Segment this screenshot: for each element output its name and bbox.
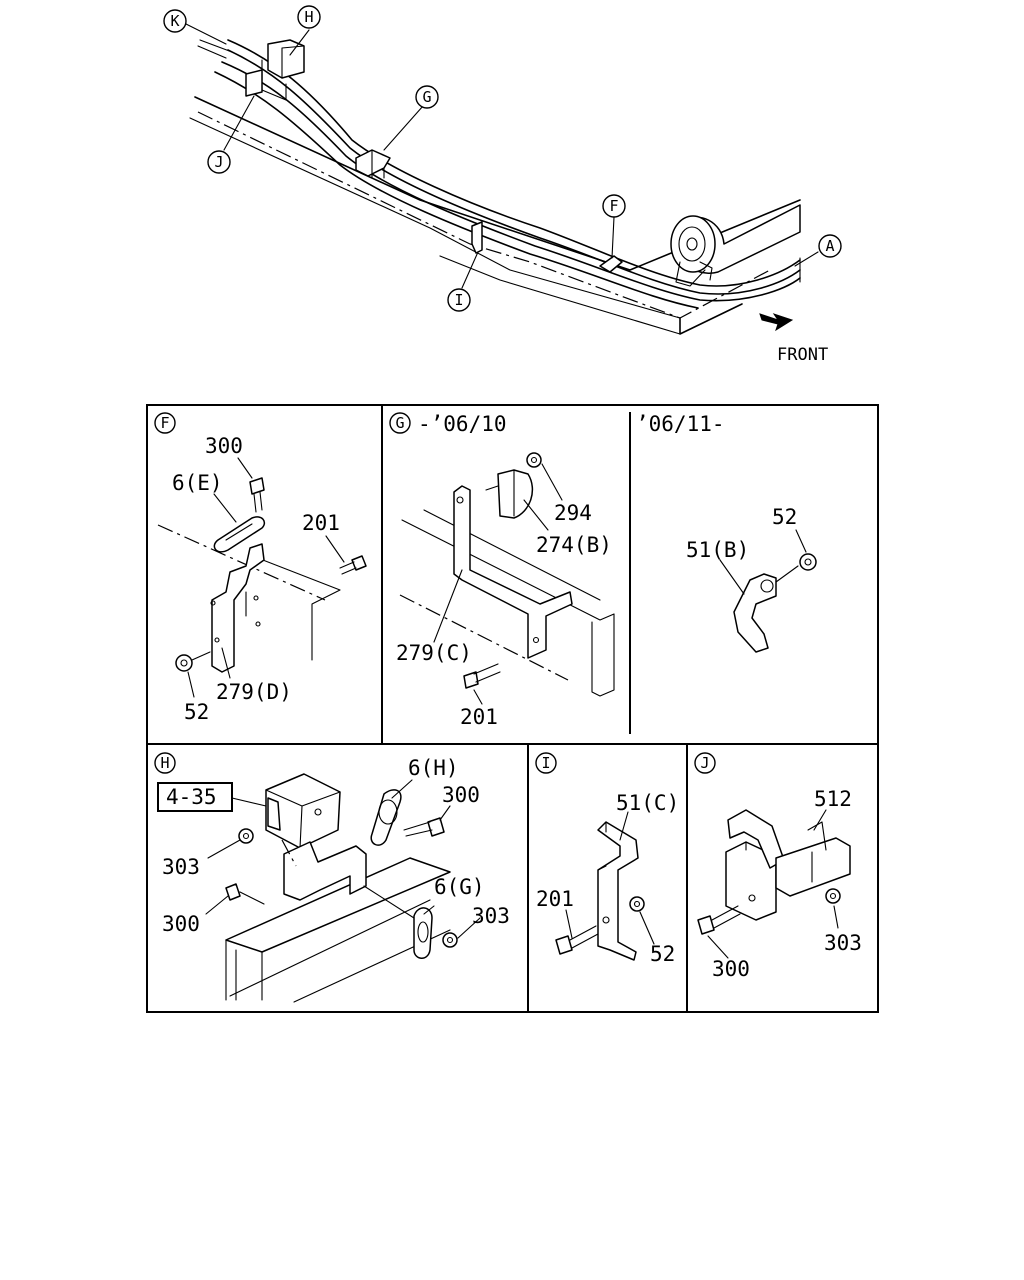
callout-h: H <box>297 5 321 29</box>
part-201: 201 <box>536 887 574 911</box>
svg-text:K: K <box>170 12 179 30</box>
detail-panels-frame <box>146 404 879 1013</box>
part-300: 300 <box>712 957 750 981</box>
callout-k: K <box>163 9 187 33</box>
callout-a: A <box>818 234 842 258</box>
svg-text:J: J <box>214 153 223 171</box>
part-279d: 279(D) <box>216 680 292 704</box>
part-512: 512 <box>814 787 852 811</box>
callout-i: I <box>447 288 471 312</box>
panel-j-letter: J <box>700 754 709 772</box>
part-303: 303 <box>824 931 862 955</box>
part-6h: 6(H) <box>408 756 459 780</box>
part-201: 201 <box>460 705 498 729</box>
part-6g: 6(G) <box>434 875 485 899</box>
part-51c: 51(C) <box>616 791 679 815</box>
panel-i-letter: I <box>541 754 550 772</box>
svg-text:G: G <box>422 88 431 106</box>
fuel-filter <box>670 204 801 287</box>
panel-g2: ’06/11- 52 51(B) <box>636 412 817 653</box>
panel-f-letter: F <box>160 414 169 432</box>
panel-g-letter: G <box>395 414 404 432</box>
panel-i: I 51(C) 201 52 <box>535 752 679 966</box>
svg-text:H: H <box>304 8 313 26</box>
part-51b: 51(B) <box>686 538 749 562</box>
part-300-upper: 300 <box>442 783 480 807</box>
panel-j: J 512 300 303 <box>694 752 862 981</box>
front-label: FRONT <box>777 345 828 365</box>
overview-assembly: K H G J F I A FRONT <box>163 5 842 365</box>
part-300-lower: 300 <box>162 912 200 936</box>
part-303-left: 303 <box>162 855 200 879</box>
panel-f: F 300 6(E) 201 52 279(D) <box>154 412 367 724</box>
callout-g: G <box>415 85 439 109</box>
ref-box[interactable] <box>157 782 233 812</box>
svg-text:A: A <box>825 237 834 255</box>
connector-h <box>245 39 305 101</box>
part-201: 201 <box>302 511 340 535</box>
part-303-right: 303 <box>472 904 510 928</box>
ref-box-label[interactable]: 4-35 <box>166 785 217 809</box>
svg-text:F: F <box>609 197 618 215</box>
panel-g2-date: ’06/11- <box>636 412 725 436</box>
panel-h: H 4-35 6(H) 300 303 <box>154 752 510 1003</box>
panel-h-letter: H <box>160 754 169 772</box>
panel-g: G -’06/10 294 274(B) 279(C) 201 <box>389 412 615 729</box>
part-274b: 274(B) <box>536 533 612 557</box>
part-294: 294 <box>554 501 592 525</box>
part-300: 300 <box>205 434 243 458</box>
part-279c: 279(C) <box>396 641 472 665</box>
svg-text:I: I <box>454 291 463 309</box>
callout-j: J <box>207 150 231 174</box>
callout-f: F <box>602 194 626 218</box>
part-6e: 6(E) <box>172 471 223 495</box>
part-52: 52 <box>650 942 675 966</box>
panel-g-date: -’06/10 <box>418 412 507 436</box>
part-52: 52 <box>772 505 797 529</box>
front-arrow-icon <box>759 313 794 332</box>
part-52: 52 <box>184 700 209 724</box>
